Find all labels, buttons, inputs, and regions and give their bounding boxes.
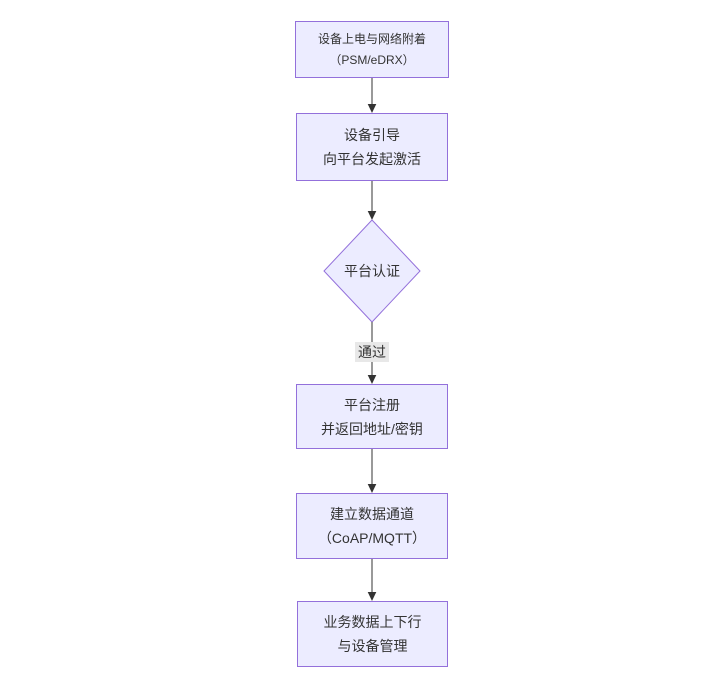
- node-business-data: 业务数据上下行 与设备管理: [297, 601, 448, 667]
- node-platform-auth-shape: [323, 219, 421, 323]
- node-label-line: （CoAP/MQTT）: [317, 530, 427, 546]
- node-data-channel: 建立数据通道 （CoAP/MQTT）: [296, 493, 448, 559]
- node-label-line: 与设备管理: [337, 638, 408, 654]
- arrowhead-icon: [367, 104, 377, 113]
- node-label-line: 平台注册: [344, 396, 400, 413]
- edge-data-channel-to-business-data: [367, 559, 377, 601]
- node-platform-register: 平台注册 并返回地址/密钥: [296, 384, 448, 449]
- arrowhead-icon: [367, 375, 377, 384]
- node-label-line: 业务数据上下行: [323, 614, 422, 630]
- node-label-line: 建立数据通道: [330, 506, 414, 522]
- node-label-line: 并返回地址/密钥: [321, 420, 423, 437]
- node-label-line: 向平台发起激活: [323, 151, 421, 167]
- arrowhead-icon: [367, 592, 377, 601]
- edge-power-on-to-bootstrap: [367, 78, 377, 113]
- edge-platform-register-to-data-channel: [367, 449, 377, 493]
- edge-bootstrap-to-platform-auth: [367, 181, 377, 220]
- node-bootstrap: 设备引导 向平台发起激活: [296, 113, 448, 181]
- node-label-line: （PSM/eDRX）: [329, 52, 415, 67]
- node-power-on: 设备上电与网络附着 （PSM/eDRX）: [295, 21, 449, 78]
- node-label-line: 设备上电与网络附着: [317, 31, 426, 46]
- arrowhead-icon: [367, 484, 377, 493]
- arrowhead-icon: [367, 211, 377, 220]
- node-label-line: 设备引导: [344, 127, 400, 143]
- edge-label-pass: 通过: [355, 342, 389, 362]
